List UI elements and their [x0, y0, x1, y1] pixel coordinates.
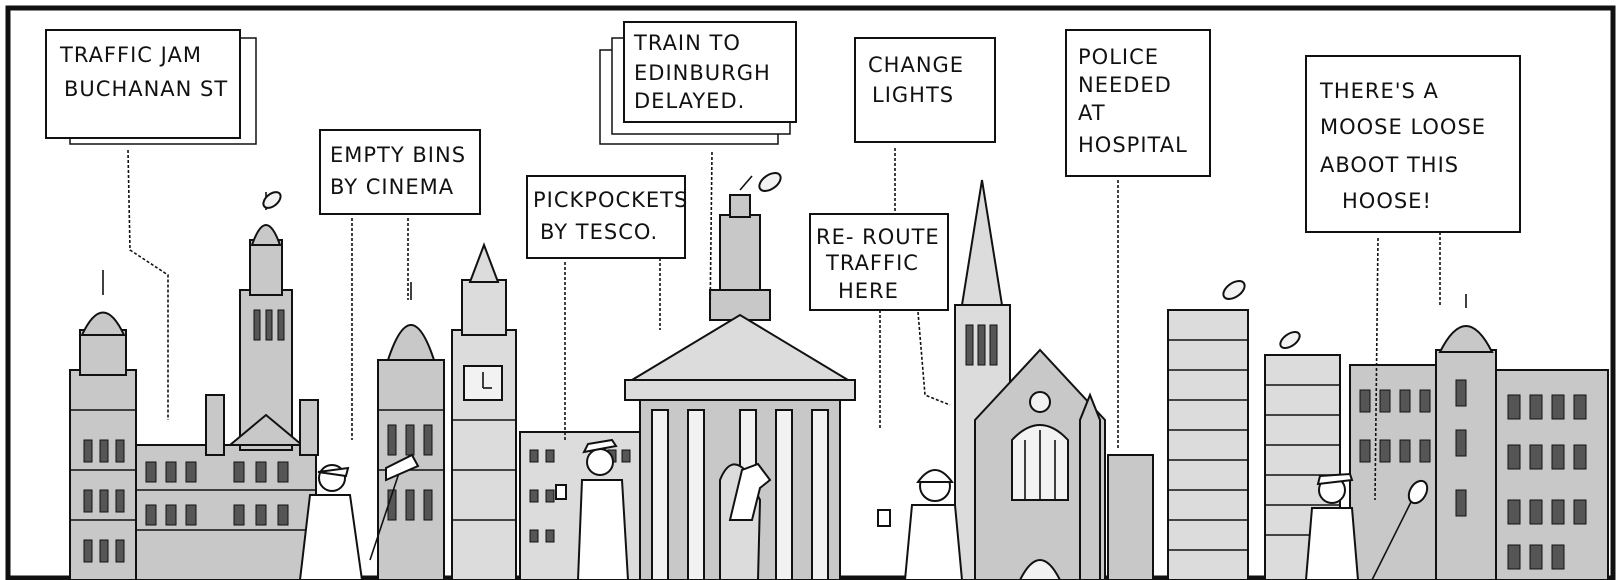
signal-waves [127, 148, 1441, 501]
sign-police-line-4: HOSPITAL [1078, 133, 1188, 157]
sign-police-line-2: NEEDED [1078, 73, 1172, 97]
person-street-sweeper [298, 453, 420, 580]
person-engineer [877, 469, 964, 580]
sign-empty-bins-line-1: EMPTY BINS [330, 143, 466, 167]
sign-train-line-1: TRAIN TO [633, 31, 741, 55]
sign-train-line-2: EDINBURGH [634, 61, 771, 85]
sign-moose-line-2: MOOSE LOOSE [1320, 115, 1486, 139]
clock-tower [451, 242, 517, 580]
sign-traffic-jam-line-2: BUCHANAN ST [64, 77, 228, 101]
ornate-block-right [1349, 294, 1609, 580]
sign-traffic-jam-line-1: TRAFFIC JAM [59, 43, 202, 67]
sign-train-line-3: DELAYED. [634, 89, 745, 113]
sign-reroute-line-3: HERE [838, 279, 899, 303]
person-moose-hunter [1304, 472, 1429, 580]
sign-moose-line-1: THERE'S A [1319, 79, 1439, 103]
people [298, 438, 1429, 580]
signs: TRAFFIC JAM BUCHANAN ST EMPTY BINS BY CI… [45, 21, 1521, 311]
sign-reroute-line-1: RE- ROUTE [816, 225, 940, 249]
sign-police-line-3: AT [1078, 101, 1106, 125]
sign-change-lights-line-1: CHANGE [868, 53, 964, 77]
person-police-officer [555, 438, 630, 580]
church [954, 179, 1106, 580]
sign-reroute: RE- ROUTE TRAFFIC HERE [809, 213, 949, 311]
sign-change-lights: CHANGE LIGHTS [854, 37, 996, 143]
sign-train: TRAIN TO EDINBURGH DELAYED. [599, 21, 797, 145]
horse-statue [728, 462, 772, 521]
arched-block [135, 444, 317, 580]
sign-moose: THERE'S A MOOSE LOOSE ABOOT THIS HOOSE! [1305, 55, 1521, 233]
sign-change-lights-line-2: LIGHTS [872, 83, 954, 107]
sign-police-line-1: POLICE [1078, 45, 1159, 69]
sign-pickpockets-line-1: PICKPOCKETS [533, 188, 688, 212]
buildings [69, 172, 1609, 580]
sign-moose-line-4: HOOSE! [1342, 189, 1432, 213]
sign-pickpockets: PICKPOCKETS BY TESCO. [526, 175, 688, 259]
sign-moose-line-3: ABOOT THIS [1320, 153, 1459, 177]
sign-empty-bins: EMPTY BINS BY CINEMA [319, 129, 481, 215]
sign-empty-bins-line-2: BY CINEMA [330, 175, 454, 199]
sign-traffic-jam: TRAFFIC JAM BUCHANAN ST [45, 29, 257, 145]
domed-tower-left [69, 270, 137, 580]
satellite-dishes [262, 172, 1301, 349]
portico-building [624, 175, 856, 580]
chambers-tower [205, 192, 319, 456]
sign-pickpockets-line-2: BY TESCO. [540, 220, 658, 244]
sign-police: POLICE NEEDED AT HOSPITAL [1065, 29, 1211, 177]
sign-reroute-line-2: TRAFFIC [825, 251, 919, 275]
